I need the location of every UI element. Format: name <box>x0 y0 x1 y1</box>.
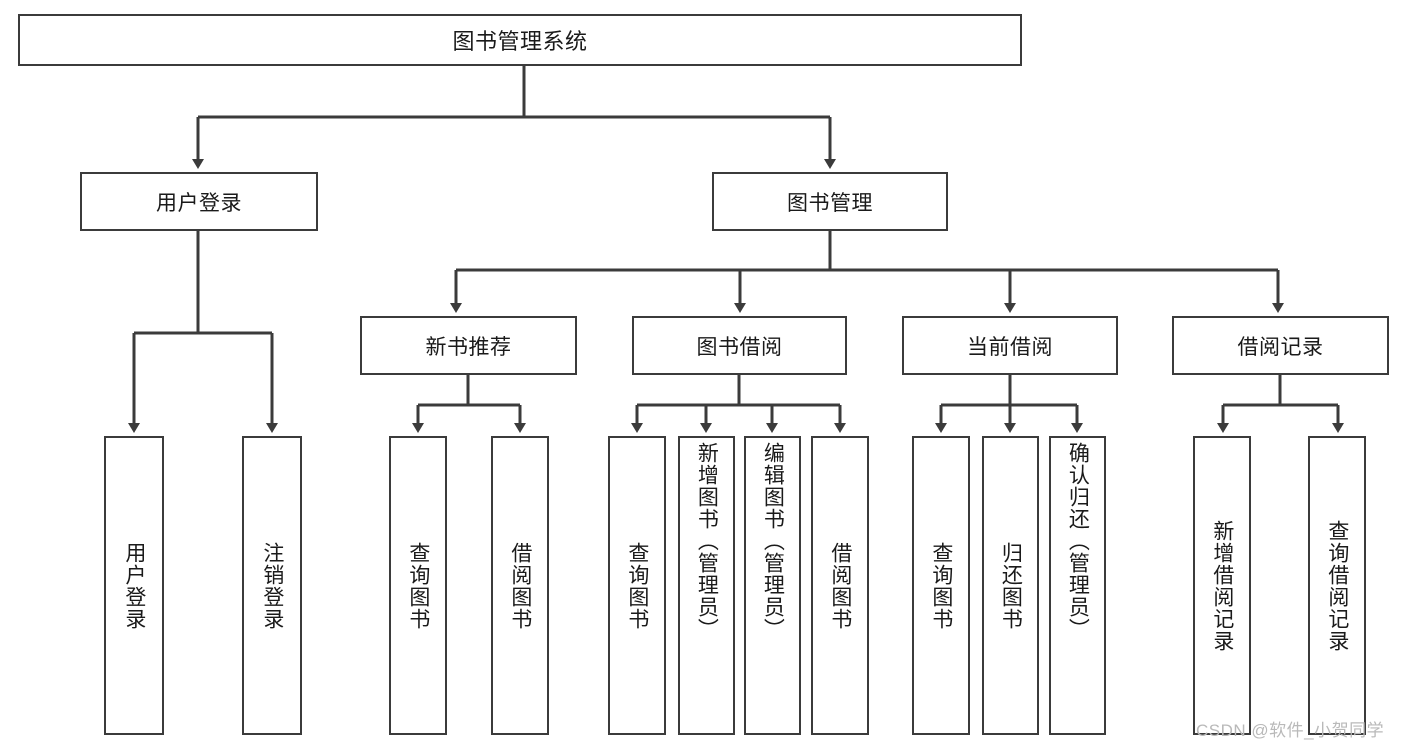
node-label: 新增借阅记录 <box>1210 519 1234 652</box>
leaf-add-book-admin[interactable]: 新增图书（管理员） <box>678 436 735 735</box>
node-label: 确认归还（管理员） <box>1066 442 1090 640</box>
csdn-watermark: CSDN @软件_小贺同学 <box>1196 721 1385 740</box>
node-label: 图书借阅 <box>696 335 783 359</box>
leaf-user-logout[interactable]: 注销登录 <box>242 436 302 735</box>
node-label: 查询图书 <box>625 541 649 630</box>
leaf-add-borrow-record[interactable]: 新增借阅记录 <box>1193 436 1251 735</box>
node-label: 新书推荐 <box>425 335 512 359</box>
leaf-edit-book-admin[interactable]: 编辑图书（管理员） <box>744 436 801 735</box>
node-new-book-recommend[interactable]: 新书推荐 <box>360 316 577 375</box>
node-label: 图书管理系统 <box>452 29 588 54</box>
node-label: 当前借阅 <box>967 335 1053 359</box>
node-label: 用户登录 <box>156 191 242 215</box>
node-label: 借阅图书 <box>828 541 852 630</box>
leaf-query-borrow-record[interactable]: 查询借阅记录 <box>1308 436 1366 735</box>
node-label: 归还图书 <box>999 541 1023 630</box>
leaf-query-book-new-recommend[interactable]: 查询图书 <box>389 436 447 735</box>
node-label: 查询图书 <box>406 541 430 630</box>
node-label: 查询图书 <box>929 541 953 630</box>
node-label: 用户登录 <box>122 541 146 630</box>
node-label: 查询借阅记录 <box>1325 519 1349 652</box>
leaf-confirm-return-admin[interactable]: 确认归还（管理员） <box>1049 436 1106 735</box>
node-label: 注销登录 <box>260 541 284 630</box>
node-label: 借阅记录 <box>1237 335 1324 359</box>
node-root-book-management-system[interactable]: 图书管理系统 <box>18 14 1022 66</box>
node-book-manage[interactable]: 图书管理 <box>712 172 948 231</box>
node-label: 编辑图书（管理员） <box>761 442 785 640</box>
leaf-query-book-borrow[interactable]: 查询图书 <box>608 436 666 735</box>
node-user-login[interactable]: 用户登录 <box>80 172 318 231</box>
node-current-borrow[interactable]: 当前借阅 <box>902 316 1118 375</box>
node-borrow-record[interactable]: 借阅记录 <box>1172 316 1389 375</box>
leaf-borrow-book-borrow[interactable]: 借阅图书 <box>811 436 869 735</box>
leaf-user-login[interactable]: 用户登录 <box>104 436 164 735</box>
node-label: 借阅图书 <box>508 541 532 630</box>
leaf-return-book[interactable]: 归还图书 <box>982 436 1039 735</box>
node-book-borrow[interactable]: 图书借阅 <box>632 316 847 375</box>
leaf-borrow-book-new-recommend[interactable]: 借阅图书 <box>491 436 549 735</box>
node-label: 新增图书（管理员） <box>695 442 719 640</box>
leaf-query-book-current[interactable]: 查询图书 <box>912 436 970 735</box>
node-label: 图书管理 <box>787 191 873 215</box>
